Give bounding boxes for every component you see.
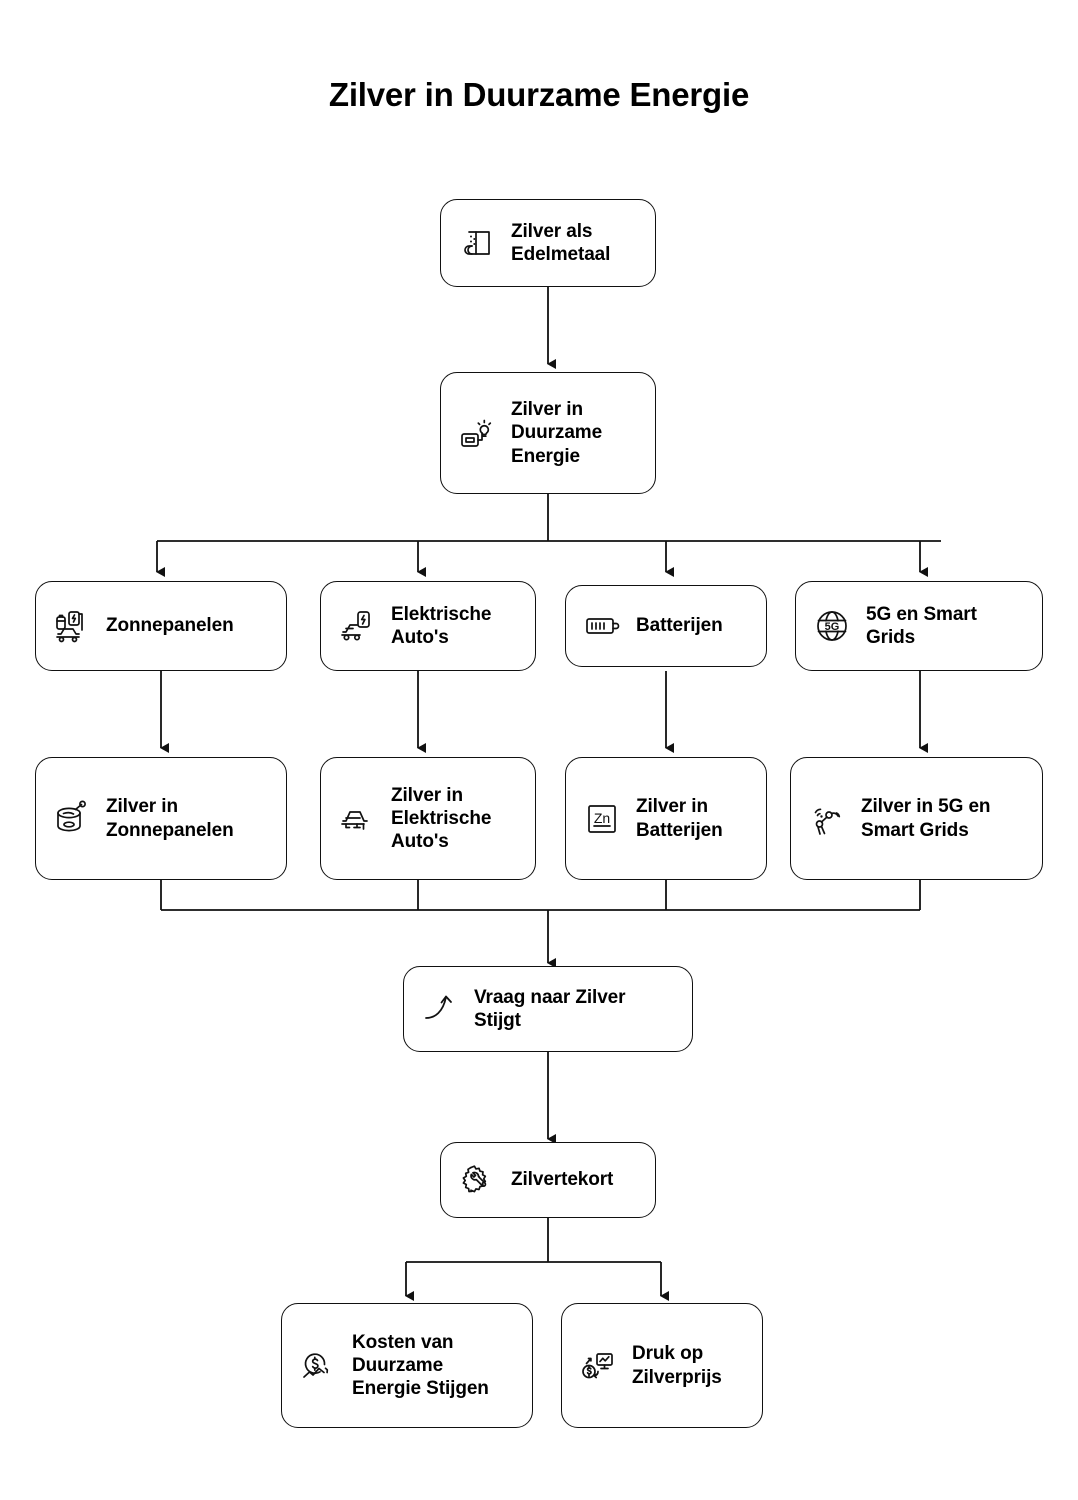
node-zilver-in-duurzame-energie[interactable]: Zilver in Duurzame Energie	[440, 372, 656, 494]
gear-wrench-icon	[457, 1159, 499, 1201]
node-zilver-in-batterijen[interactable]: Zn Zilver in Batterijen	[565, 757, 767, 880]
node-label: Zilver als Edelmetaal	[511, 220, 611, 265]
node-elektrische-autos[interactable]: Elektrische Auto's	[320, 581, 536, 671]
dollar-trend-icon	[298, 1345, 340, 1387]
element-zn-icon: Zn	[582, 798, 624, 840]
node-label: Vraag naar Zilver Stijgt	[474, 986, 626, 1031]
node-zonnepanelen[interactable]: Zonnepanelen	[35, 581, 287, 671]
ev-charging-icon	[52, 605, 94, 647]
node-vraag-naar-zilver-stijgt[interactable]: Vraag naar Zilver Stijgt	[403, 966, 693, 1052]
silver-can-icon	[52, 798, 94, 840]
node-batterijen[interactable]: Batterijen	[565, 585, 767, 667]
foil-roll-icon	[457, 222, 499, 264]
node-label: Zilver in Batterijen	[636, 796, 723, 841]
node-label: 5G en Smart Grids	[866, 603, 977, 648]
node-label: Kosten van Duurzame Energie Stijgen	[352, 1331, 489, 1400]
node-zilver-in-5g-en-smart-grids[interactable]: Zilver in 5G en Smart Grids	[790, 757, 1043, 880]
node-zilvertekort[interactable]: Zilvertekort	[440, 1142, 656, 1218]
svg-text:5G: 5G	[825, 621, 840, 633]
page-title: Zilver in Duurzame Energie	[328, 76, 750, 113]
dollar-chart-icon	[578, 1345, 620, 1387]
battery-icon	[582, 605, 624, 647]
node-kosten-van-duurzame-energie-stijgen[interactable]: Kosten van Duurzame Energie Stijgen	[281, 1303, 533, 1428]
generator-bulb-icon	[457, 412, 499, 454]
node-label: Zilver in Zonnepanelen	[106, 796, 234, 841]
node-label: Zonnepanelen	[106, 615, 234, 637]
robot-antenna-icon	[807, 798, 849, 840]
node-label: Elektrische Auto's	[391, 603, 492, 648]
node-druk-op-zilverprijs[interactable]: Druk op Zilverprijs	[561, 1303, 763, 1428]
node-label: Zilvertekort	[511, 1169, 614, 1191]
rising-arrow-icon	[420, 988, 462, 1030]
car-chassis-icon	[337, 798, 379, 840]
node-5g-en-smart-grids[interactable]: 5G 5G en Smart Grids	[795, 581, 1043, 671]
node-label: Zilver in Duurzame Energie	[511, 399, 603, 467]
node-zilver-als-edelmetaal[interactable]: Zilver als Edelmetaal	[440, 199, 656, 287]
node-label: Zilver in Elektrische Auto's	[391, 784, 492, 853]
node-zilver-in-elektrische-autos[interactable]: Zilver in Elektrische Auto's	[320, 757, 536, 880]
node-label: Zilver in 5G en Smart Grids	[861, 796, 991, 841]
svg-text:Zn: Zn	[594, 810, 610, 826]
node-label: Batterijen	[636, 615, 723, 637]
node-label: Druk op Zilverprijs	[632, 1343, 722, 1388]
node-zilver-in-zonnepanelen[interactable]: Zilver in Zonnepanelen	[35, 757, 287, 880]
globe-5g-icon: 5G	[812, 605, 854, 647]
electric-car-icon	[337, 605, 379, 647]
